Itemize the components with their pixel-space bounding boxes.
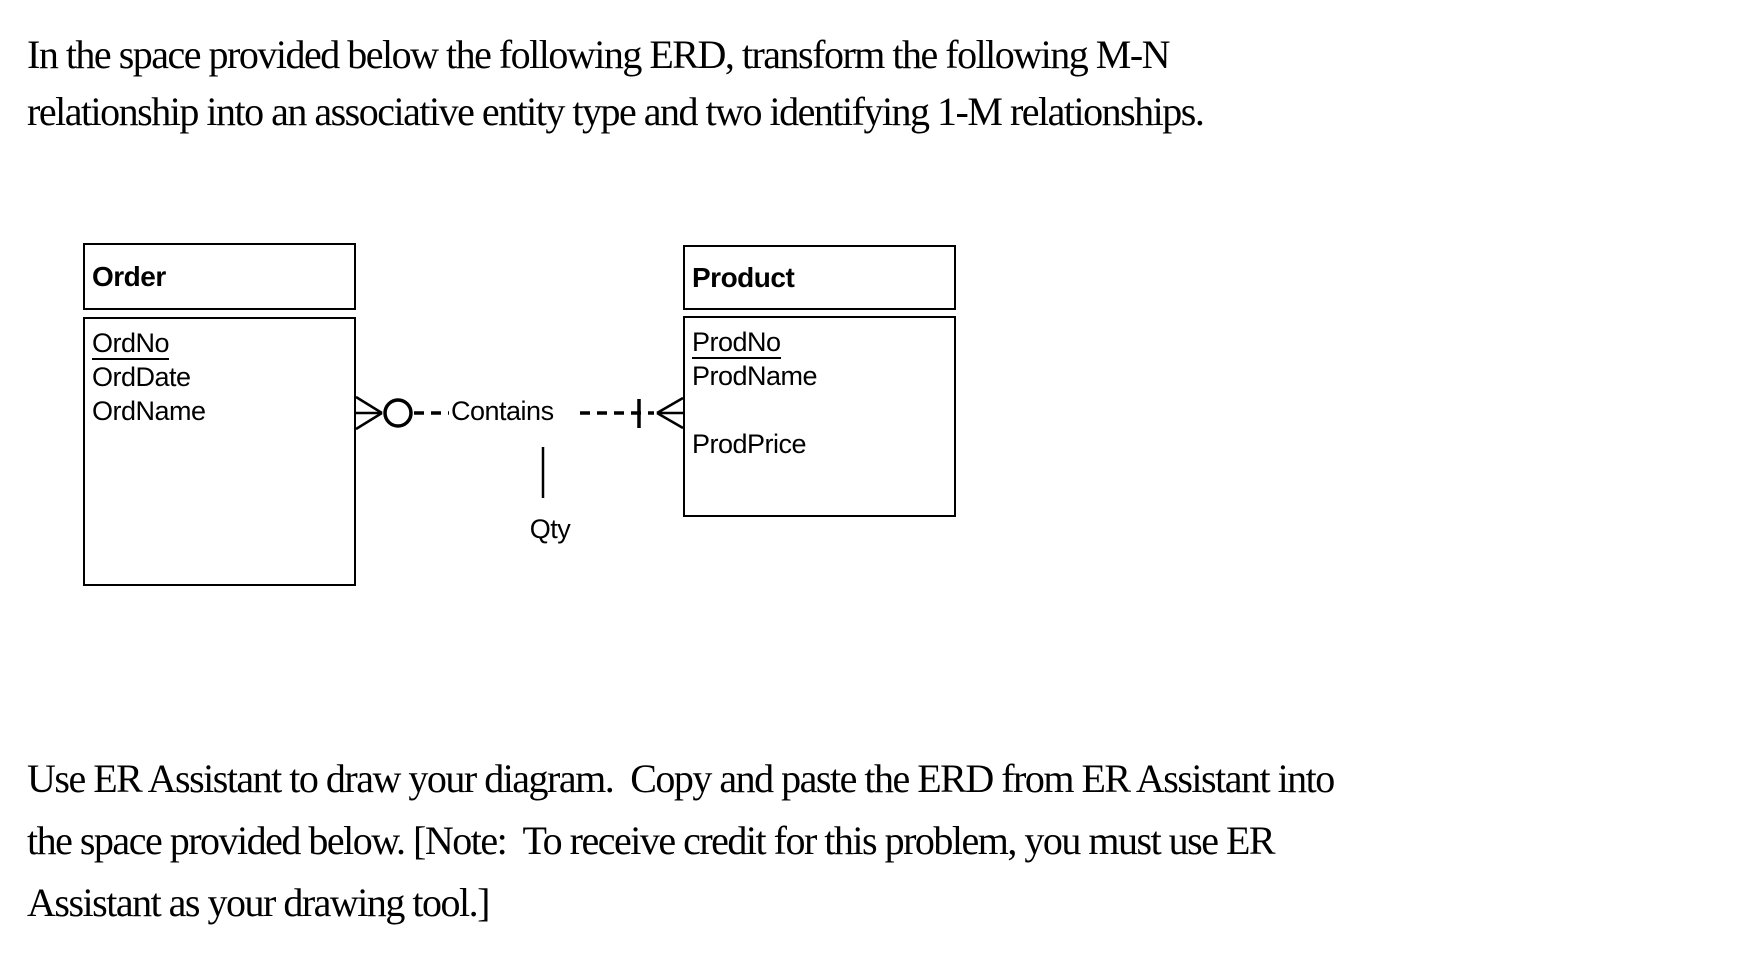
attribute-orddate: OrdDate: [92, 362, 191, 392]
crows-foot-product-icon: [656, 396, 684, 430]
intro-line-1: In the space provided below the followin…: [27, 32, 1171, 77]
crows-foot-order-icon: [355, 395, 383, 431]
attribute-spacer: [692, 394, 954, 428]
relationship-name-label: Contains: [451, 396, 554, 427]
intro-line-2: relationship into an associative entity …: [27, 89, 1205, 134]
entity-product-name: Product: [692, 261, 795, 293]
entity-product-attributes: ProdNo ProdName ProdPrice: [683, 316, 956, 517]
outro-line-3: Assistant as your drawing tool.]: [27, 880, 490, 925]
attribute-ordno: OrdNo: [92, 328, 170, 360]
entity-order-header: Order: [83, 243, 356, 310]
attribute-prodprice: ProdPrice: [692, 429, 807, 459]
entity-product-header: Product: [683, 245, 956, 310]
intro-paragraph: In the space provided below the followin…: [27, 26, 1205, 140]
attribute-prodname: ProdName: [692, 361, 818, 391]
outro-paragraph: Use ER Assistant to draw your diagram. C…: [27, 748, 1335, 934]
outro-line-2: the space provided below. [Note: To rece…: [27, 818, 1276, 863]
optional-circle-icon: [383, 398, 413, 428]
attribute-prodno: ProdNo: [692, 327, 781, 359]
entity-order-name: Order: [92, 260, 166, 292]
attribute-ordname: OrdName: [92, 396, 206, 426]
relationship-attribute-label: Qty: [515, 514, 585, 545]
entity-order-attributes: OrdNo OrdDate OrdName: [83, 317, 356, 586]
outro-line-1: Use ER Assistant to draw your diagram. C…: [27, 756, 1335, 801]
